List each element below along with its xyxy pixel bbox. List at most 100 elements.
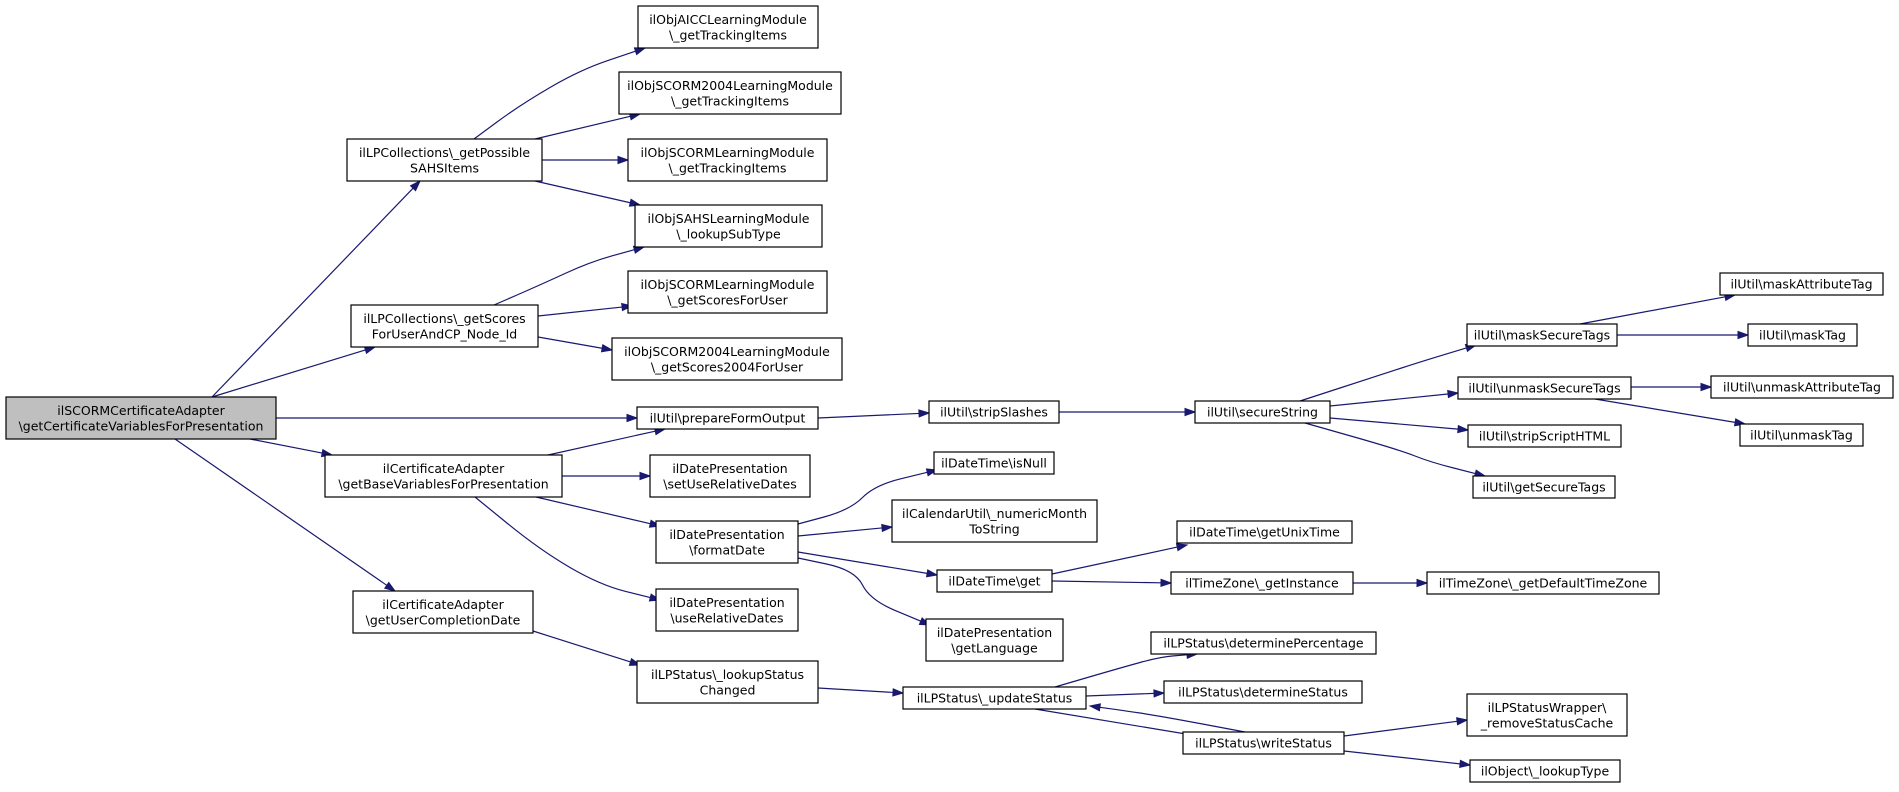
node-box (1457, 376, 1632, 400)
node-label-line: ilLPStatus\_lookupStatus (651, 667, 804, 682)
node-label-line: \_lookupSubType (676, 226, 781, 241)
call-edge-n16-n22 (817, 687, 905, 697)
node-label-line: ToString (968, 521, 1019, 536)
function-node-ilobjscorm2004learningmodule-gettrackingitems[interactable]: ilObjSCORM2004LearningModule\_getTrackin… (618, 71, 842, 115)
call-edge-n4-n15 (474, 496, 662, 602)
function-node-ilutil-unmasksecuretags[interactable]: ilUtil\unmaskSecureTags (1457, 376, 1632, 400)
function-node-ildatetime-getunixtime[interactable]: ilDateTime\getUnixTime (1176, 520, 1353, 544)
node-box (637, 5, 819, 49)
function-node-illpcollections-getscores-foruserandcp-node-id[interactable]: ilLPCollections\_getScoresForUserAndCP_N… (350, 304, 539, 348)
node-label-line: \_getTrackingItems (669, 27, 787, 42)
node-label-line: ilDateTime\getUnixTime (1189, 525, 1340, 540)
call-edge-n1-n9 (534, 180, 642, 207)
call-edge-n3-n12 (817, 409, 931, 419)
function-node-ilobjsahslearningmodule-lookupsubtype[interactable]: ilObjSAHSLearningModule\_lookupSubType (634, 204, 823, 248)
node-label-line: ilUtil\unmaskSecureTags (1468, 381, 1620, 396)
node-box (1719, 272, 1884, 296)
node-label-line: ilTimeZone\_getInstance (1185, 576, 1339, 591)
node-label-line: ilUtil\stripSlashes (940, 405, 1048, 420)
function-node-illpstatus-determinestatus[interactable]: ilLPStatus\determineStatus (1163, 680, 1363, 704)
node-box (1426, 571, 1660, 595)
node-label-line: ilObjSCORMLearningModule (641, 277, 815, 292)
edges-layer (174, 47, 1750, 769)
node-label-line: ilDatePresentation (669, 595, 784, 610)
function-node-ilobjscormlearningmodule-gettrackingitems[interactable]: ilObjSCORMLearningModule\_getTrackingIte… (627, 138, 828, 182)
call-edge-n23-n33 (1617, 330, 1750, 340)
call-edge-n0-n2 (211, 346, 377, 398)
node-box (936, 569, 1053, 593)
function-node-illpstatus-determinepercentage[interactable]: ilLPStatus\determinePercentage (1150, 631, 1377, 655)
node-box (350, 304, 539, 348)
node-box (1469, 759, 1621, 783)
call-edge-n31-n38 (1343, 750, 1472, 769)
node-box (634, 204, 823, 248)
node-label-line: ilLPStatus\determineStatus (1178, 685, 1348, 700)
node-box (1472, 475, 1616, 499)
call-edge-n20-n27 (1051, 543, 1189, 575)
function-node-ilutil-unmasktag[interactable]: ilUtil\unmaskTag (1739, 423, 1864, 447)
node-label-line: ilLPStatus\writeStatus (1195, 736, 1332, 751)
call-edge-n24-n35 (1594, 398, 1747, 427)
function-node-ilutil-masktag[interactable]: ilUtil\maskTag (1747, 323, 1858, 347)
function-node-ilobject-lookuptype[interactable]: ilObject\_lookupType (1469, 759, 1621, 783)
node-label-line: ilObject\_lookupType (1481, 764, 1610, 779)
function-node-iltimezone-getinstance[interactable]: ilTimeZone\_getInstance (1170, 571, 1354, 595)
function-node-iltimezone-getdefaulttimezone[interactable]: ilTimeZone\_getDefaultTimeZone (1426, 571, 1660, 595)
function-node-ilobjaicclearningmodule-gettrackingitems[interactable]: ilObjAICCLearningModule\_getTrackingItem… (637, 5, 819, 49)
call-edge-n14-n19 (797, 523, 894, 537)
call-edge-n4-n3 (547, 427, 667, 456)
node-label-line: _removeStatusCache (1480, 715, 1614, 730)
function-node-ilutil-unmaskattributetag[interactable]: ilUtil\unmaskAttributeTag (1710, 375, 1894, 399)
function-node-illpstatuswrapper-removestatuscache[interactable]: ilLPStatusWrapper\_removeStatusCache (1466, 693, 1628, 737)
node-box (636, 406, 819, 430)
function-node-ilutil-prepareformoutput[interactable]: ilUtil\prepareFormOutput (636, 406, 819, 430)
function-node-ilcertificateadapter-getusercompletiondate[interactable]: ilCertificateAdapter\getUserCompletionDa… (352, 590, 534, 634)
node-label-line: ilUtil\prepareFormOutput (650, 411, 806, 426)
node-label-line: ilUtil\getSecureTags (1482, 480, 1605, 495)
node-box (891, 499, 1098, 543)
function-node-ilutil-maskattributetag[interactable]: ilUtil\maskAttributeTag (1719, 272, 1884, 296)
function-node-ildatetime-isnull[interactable]: ilDateTime\isNull (933, 451, 1055, 475)
function-node-ildatepresentation-formatdate[interactable]: ilDatePresentation\formatDate (655, 520, 799, 564)
node-box (346, 138, 543, 182)
function-node-ilutil-stripslashes[interactable]: ilUtil\stripSlashes (928, 400, 1060, 424)
function-node-ilutil-stripscripthtml[interactable]: ilUtil\stripScriptHTML (1467, 424, 1622, 448)
node-label-line: ilCalendarUtil\_numericMonth (902, 506, 1087, 521)
function-node-ilobjscormlearningmodule-getscoresforuser[interactable]: ilObjSCORMLearningModule\_getScoresForUs… (627, 270, 828, 314)
node-label-line: ilLPStatus\_updateStatus (917, 691, 1073, 706)
function-node-ildatepresentation-userelativedates[interactable]: ilDatePresentation\useRelativeDates (655, 588, 799, 632)
node-label-line: ilLPCollections\_getScores (363, 311, 525, 326)
function-node-ildatepresentation-setuserelativedates[interactable]: ilDatePresentation\setUseRelativeDates (649, 454, 811, 498)
node-box (1176, 520, 1353, 544)
function-node-ilutil-masksecuretags[interactable]: ilUtil\maskSecureTags (1466, 323, 1618, 347)
node-box (636, 660, 819, 704)
function-node-ilscormcertificateadapter-getcertificatevariablesforpresentation[interactable]: ilSCORMCertificateAdapter\getCertificate… (5, 396, 277, 440)
node-box (1747, 323, 1858, 347)
node-label-line: ilUtil\maskSecureTags (1474, 328, 1610, 343)
nodes-layer: ilSCORMCertificateAdapter\getCertificate… (5, 5, 1894, 783)
function-node-ilutil-securestring[interactable]: ilUtil\secureString (1194, 400, 1331, 424)
function-node-ilcertificateadapter-getbasevariablesforpresentation[interactable]: ilCertificateAdapter\getBaseVariablesFor… (324, 454, 563, 498)
node-box (5, 396, 277, 440)
node-label-line: ilUtil\maskTag (1759, 328, 1846, 343)
function-node-illpstatus-writestatus[interactable]: ilLPStatus\writeStatus (1182, 731, 1345, 755)
node-box (1163, 680, 1363, 704)
function-node-ilobjscorm2004learningmodule-getscores2004foruser[interactable]: ilObjSCORM2004LearningModule\_getScores2… (611, 337, 843, 381)
call-edge-n31-n22 (1088, 703, 1246, 733)
node-box (1170, 571, 1354, 595)
function-node-illpstatus-updatestatus[interactable]: ilLPStatus\_updateStatus (902, 686, 1087, 710)
node-box (1182, 731, 1345, 755)
function-node-ildatetime-get[interactable]: ilDateTime\get (936, 569, 1053, 593)
node-box (1710, 375, 1894, 399)
function-node-ilutil-getsecuretags[interactable]: ilUtil\getSecureTags (1472, 475, 1616, 499)
node-label-line: ilObjSCORMLearningModule (641, 145, 815, 160)
call-edge-n23-n32 (1579, 292, 1737, 325)
node-label-line: \getCertificateVariablesForPresentation (19, 418, 264, 433)
function-node-ildatepresentation-getlanguage[interactable]: ilDatePresentation\getLanguage (925, 618, 1064, 662)
node-box (1194, 400, 1331, 424)
call-edge-n0-n1 (211, 179, 422, 398)
node-box (928, 400, 1060, 424)
